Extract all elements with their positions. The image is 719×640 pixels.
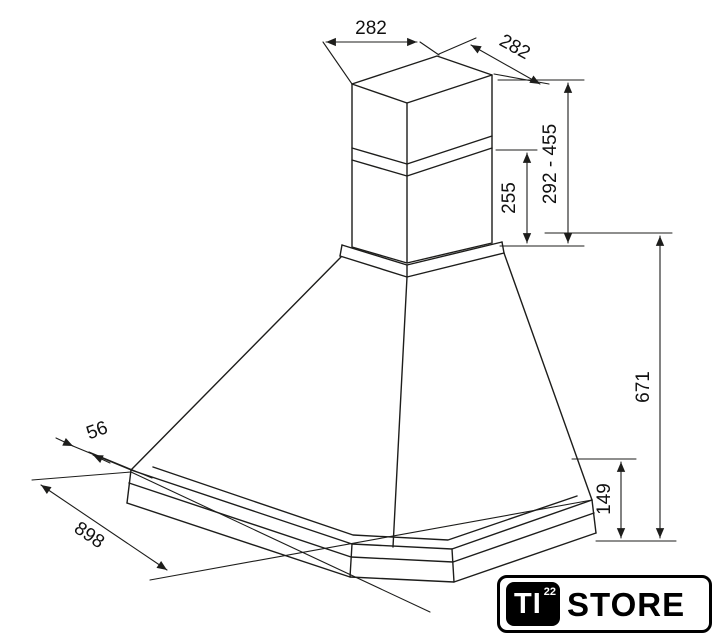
chimney-top-face bbox=[351, 55, 493, 104]
dim-base-width-label: 898 bbox=[70, 518, 108, 553]
projection-lines bbox=[130, 471, 593, 613]
ext-56-outer bbox=[67, 443, 132, 471]
dim-arrow-56-left bbox=[55, 437, 74, 447]
projection-line-right bbox=[149, 499, 593, 581]
ti-logo-text: TI bbox=[514, 587, 542, 620]
chimney-left-face bbox=[351, 83, 408, 264]
base-trim bbox=[126, 466, 597, 583]
chimney-seam-upper bbox=[351, 135, 493, 165]
canopy-left-edge bbox=[130, 256, 342, 471]
dimension-lines bbox=[31, 37, 677, 571]
canopy-front-edge bbox=[392, 276, 408, 548]
projection-line-left bbox=[130, 471, 431, 613]
dim-top-width-label: 282 bbox=[355, 18, 387, 39]
trim-outer-top-edge bbox=[130, 469, 593, 550]
ti-logo-superscript: 22 bbox=[543, 586, 556, 598]
dimension-labels: 282 282 255 292 - 455 671 149 56 898 bbox=[70, 18, 654, 553]
trim-inner-top-edge bbox=[152, 466, 578, 541]
dim-upper-chimney-label: 255 bbox=[499, 182, 520, 214]
ti-logo-mark: TI 22 bbox=[506, 582, 560, 626]
dim-top-depth-label: 282 bbox=[496, 30, 534, 64]
ext-top-width-left bbox=[322, 41, 353, 85]
canopy-right-edge bbox=[503, 252, 593, 501]
dim-trim-border-label: 56 bbox=[84, 417, 111, 444]
canopy bbox=[130, 252, 593, 548]
dim-total-height-label: 671 bbox=[633, 371, 654, 403]
collar-bottom-edge bbox=[339, 252, 505, 278]
chimney-seam-lower bbox=[351, 147, 493, 177]
chimney-duct bbox=[351, 55, 493, 264]
dim-base-trim-height-label: 149 bbox=[594, 483, 615, 515]
hood-outline bbox=[126, 55, 597, 613]
store-logo: TI 22 STORE bbox=[497, 575, 712, 633]
dim-arrow-56-right bbox=[92, 454, 111, 464]
store-logo-text: STORE bbox=[567, 585, 686, 623]
collar-verticals bbox=[339, 241, 505, 278]
ext-top-width-right bbox=[419, 41, 440, 56]
trim-moulding-edge bbox=[128, 482, 595, 563]
chimney-right-face bbox=[406, 74, 493, 264]
dim-line-top-depth bbox=[470, 44, 541, 85]
collar-top-edge bbox=[341, 241, 503, 266]
dim-line-898 bbox=[40, 484, 168, 571]
ext-898-upper bbox=[31, 471, 132, 481]
dim-chimney-range-label: 292 - 455 bbox=[540, 124, 561, 204]
ext-top-depth-left bbox=[438, 37, 477, 55]
trim-bottom-edge bbox=[126, 502, 597, 583]
ext-top-depth-right bbox=[493, 73, 550, 85]
